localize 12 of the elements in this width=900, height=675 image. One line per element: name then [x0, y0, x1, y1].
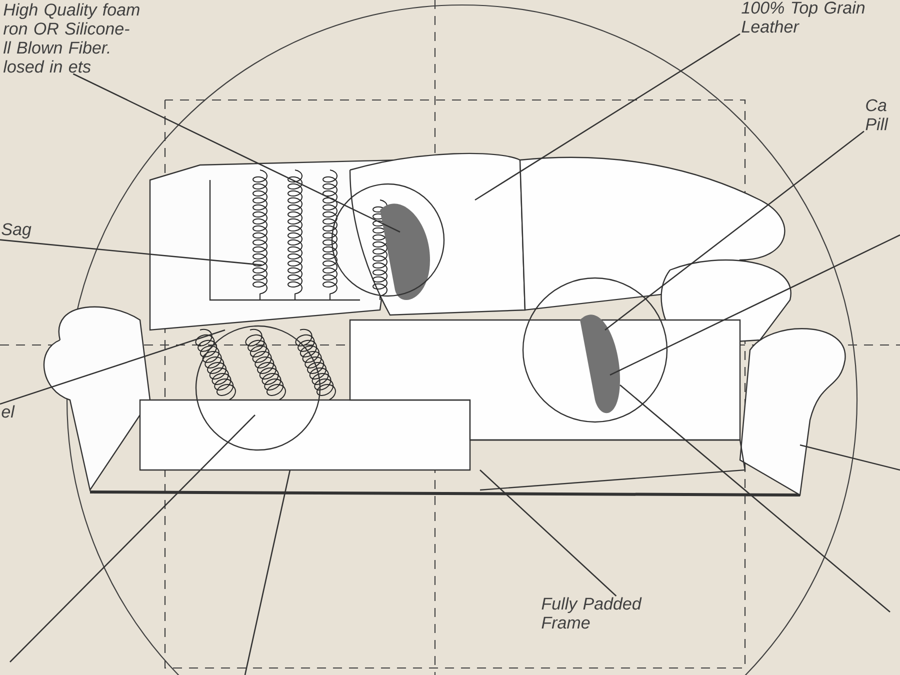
leader-line	[480, 470, 617, 596]
callout-text: el	[2, 405, 15, 418]
callout-text: Ca Pill	[866, 99, 888, 130]
leader-line	[0, 239, 262, 266]
leader-line	[474, 33, 740, 201]
leader-line	[604, 130, 864, 331]
leader-line	[0, 329, 226, 405]
callout-text: Fully Padded Frame	[542, 597, 642, 629]
leader-line	[72, 73, 400, 233]
callout-text: Sag	[2, 223, 32, 239]
callout-text: High Quality foam ron OR Silicone- ll Blown Fiber. losed in ets	[3, 3, 140, 73]
callout-text: 100% Top Grain Leather	[742, 1, 865, 33]
